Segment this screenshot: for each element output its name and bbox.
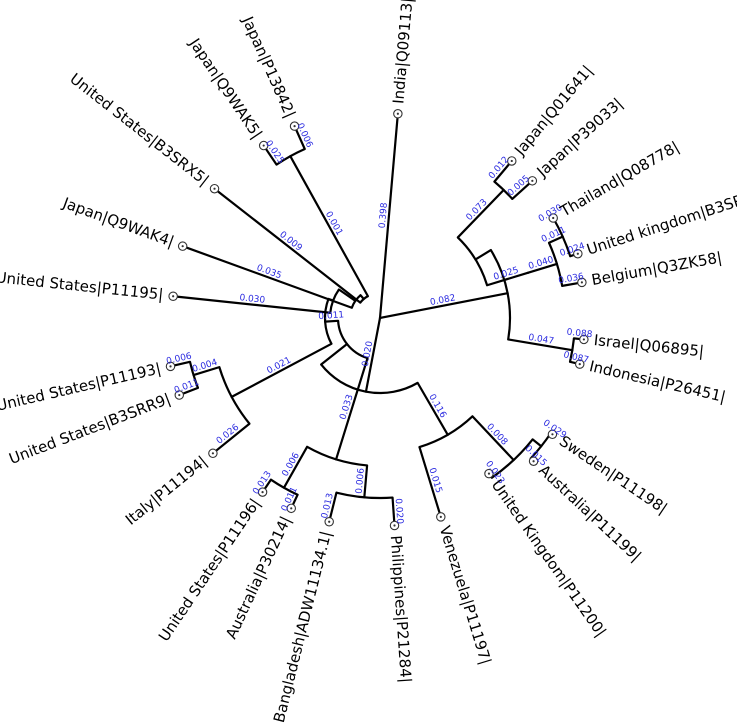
clade-arc (457, 236, 489, 286)
clade-arc (419, 415, 474, 449)
tip-node-dot (290, 507, 293, 510)
clade-arc (336, 320, 368, 360)
leaf-branch (172, 295, 332, 314)
internal-branch (192, 366, 221, 377)
internal-branch (324, 319, 340, 323)
tip-node-dot (576, 252, 579, 255)
leaf-label: Italy|P11194| (122, 452, 211, 529)
tip-node-dot (582, 338, 585, 341)
leaf-label: Japan|Q9WAK4| (60, 193, 177, 250)
tip-node-dot (396, 112, 399, 115)
leaf-branch-length: 0.398 (378, 202, 390, 229)
tip-node-dot (169, 365, 172, 368)
leaf-branch-length: 0.011 (280, 486, 300, 514)
internal-branch-length: 0.073 (465, 197, 490, 222)
internal-branch-length: 0.011 (318, 310, 344, 322)
tip-node-dot (551, 433, 554, 436)
tip-node-dot (487, 472, 491, 475)
leaf-label: Belgium|Q3ZK58| (590, 248, 723, 289)
tip-node-dot (531, 179, 534, 182)
leaf-label: Philippines|P21284| (387, 535, 415, 684)
internal-branch (527, 262, 559, 274)
internal-branch (531, 438, 543, 448)
tip-node-dot (213, 187, 216, 190)
tip-node-dot (532, 460, 535, 463)
internal-branch (474, 248, 492, 261)
leaf-branch (211, 422, 251, 455)
internal-branch-length: 0.011 (540, 225, 568, 245)
leaf-label: Israel|Q06895| (593, 331, 705, 360)
leaf-branch-length: 0.036 (558, 272, 585, 286)
leaf-branch-length: 0.030 (239, 293, 266, 306)
leaf-branch (213, 187, 362, 304)
internal-branch (507, 338, 574, 352)
internal-branch-length: 0.006 (281, 451, 303, 479)
leaf-label: United States|P11196| (155, 495, 264, 645)
tip-node-dot (578, 363, 581, 366)
internal-branch (230, 342, 333, 398)
clade-arc (306, 445, 368, 467)
internal-branch (416, 381, 449, 436)
leaf-branch-length: 0.088 (566, 328, 593, 341)
leaf-label: Bangladesh|ADW11134.1| (270, 529, 335, 724)
clade-arc (323, 298, 333, 345)
tip-node-dot (439, 515, 442, 519)
tip-node-dot (393, 524, 396, 527)
tip-node-dot (328, 520, 331, 523)
internal-branch-length: 0.047 (528, 333, 555, 347)
internal-branch (547, 235, 564, 244)
leaf-branch (328, 491, 338, 523)
tip-node-dot (580, 281, 583, 284)
leaf-label: Indonesia|P26451| (588, 357, 728, 406)
tip-node-dot (172, 295, 175, 298)
leaf-label: United Kingdom|P11200| (488, 476, 610, 640)
tip-node-dot (510, 159, 513, 163)
leaf-label: India|Q09113| (389, 0, 416, 105)
internal-branch (378, 292, 509, 320)
internal-branch (471, 415, 515, 462)
tips (165, 109, 589, 531)
leaf-label: United States|B3SRX5| (66, 70, 212, 190)
tip-node-dot (181, 245, 184, 248)
leaf-branch (181, 245, 353, 309)
leaf-label: United States|P11195| (0, 268, 164, 304)
internal-branch (320, 342, 349, 366)
internal-branch (364, 316, 382, 393)
internal-branch (456, 188, 505, 239)
internal-branch (289, 155, 369, 298)
internal-branch (282, 445, 309, 489)
tip-node-dot (178, 393, 181, 397)
clade-arc (491, 438, 534, 479)
leaf-branch-length: 0.020 (393, 498, 405, 525)
internal-branch-length: 0.020 (361, 340, 376, 367)
internal-branch (337, 288, 357, 303)
clade-arc (489, 249, 512, 340)
clade-arc (336, 491, 393, 500)
internal-branch (363, 464, 369, 499)
leaf-branch (418, 446, 442, 519)
tip-node-dot (211, 452, 215, 455)
internal-branch-length: 0.008 (484, 422, 509, 448)
internal-branch-length: 0.006 (355, 467, 367, 494)
internal-branch-length: 0.116 (426, 393, 448, 421)
tip-node-dot (262, 144, 265, 147)
leaf-label: Venezuela|P11197| (436, 524, 495, 667)
branches (169, 112, 585, 527)
clade-arc (320, 363, 419, 395)
tip-node-dot (261, 490, 264, 494)
internal-branch (335, 357, 369, 461)
leaf-branch (378, 112, 399, 320)
tip-node-dot (293, 125, 296, 128)
tip-node-dot (552, 216, 555, 220)
clade-arc (218, 366, 251, 425)
internal-branch-length: 0.021 (265, 355, 292, 376)
internal-branch (486, 271, 530, 287)
internal-branch-length: 0.001 (323, 210, 344, 237)
leaf-branch-length: 0.006 (294, 122, 314, 150)
internal-branch-length: 0.082 (429, 293, 456, 308)
